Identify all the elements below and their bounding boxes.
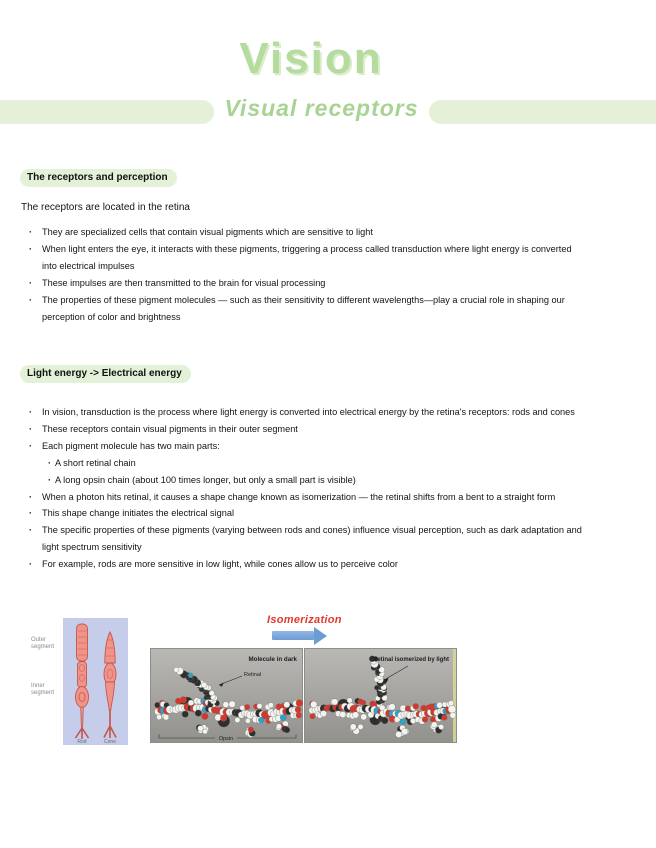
retinal-label: Retinal	[244, 672, 261, 678]
list-item: This shape change initiates the electric…	[28, 505, 646, 522]
sub-list-item: A short retinal chain	[28, 455, 646, 472]
dark-panel-title: Molecule in dark	[249, 656, 298, 663]
banner-pill-right	[429, 100, 656, 124]
opsin-bracket	[158, 734, 297, 739]
receptors-bullet-list: They are specialized cells that contain …	[28, 224, 646, 325]
intro-text: The receptors are located in the retina	[21, 202, 190, 213]
banner-label: Visual receptors	[224, 95, 419, 121]
list-item: When light enters the eye, it interacts …	[28, 241, 646, 275]
cone-cell-drawing	[103, 630, 117, 738]
cell-diagram-background	[63, 618, 128, 745]
outer-segment-label: Outer segment	[31, 637, 55, 650]
banner-pill-left	[0, 100, 214, 124]
list-item: These receptors contain visual pigments …	[28, 421, 646, 438]
cone-label: Cone	[104, 739, 116, 745]
retinal-pointer-line	[383, 665, 409, 681]
light-panel-title: Retinal isomerized by light	[373, 657, 449, 663]
rod-cell-drawing	[74, 623, 90, 739]
list-item: For example, rods are more sensitive in …	[28, 556, 646, 573]
sub-list-item: A long opsin chain (about 100 times long…	[28, 472, 646, 489]
molecule-dark-panel: Molecule in dark Retinal Opsin	[150, 648, 303, 743]
rod-cone-diagram: Rod Cone	[63, 618, 128, 745]
retinal-pointer-arrowhead	[384, 678, 389, 683]
section-heading-receptors: The receptors and perception	[20, 169, 177, 187]
molecule-light-panel: Retinal isomerized by light	[304, 648, 457, 743]
list-item: Each pigment molecule has two main parts…	[28, 438, 646, 455]
isomerization-label: Isomerization	[267, 614, 342, 626]
transduction-bullet-list: In vision, transduction is the process w…	[28, 404, 646, 573]
list-item: The properties of these pigment molecule…	[28, 292, 646, 326]
list-item: They are specialized cells that contain …	[28, 224, 646, 241]
list-item: When a photon hits retinal, it causes a …	[28, 489, 646, 506]
molecule-spheres	[154, 667, 303, 738]
list-item: In vision, transduction is the process w…	[28, 404, 646, 421]
section-heading-light-energy: Light energy -> Electrical energy	[20, 365, 191, 383]
page-title: Vision	[239, 34, 383, 83]
list-item: The specific properties of these pigment…	[28, 522, 646, 556]
inner-segment-label: Inner segment	[31, 683, 55, 696]
isomerization-arrow-icon	[272, 626, 327, 645]
rod-label: Rod	[77, 739, 86, 745]
list-item: These impulses are then transmitted to t…	[28, 275, 646, 292]
retinal-pointer-arrowhead	[219, 682, 224, 687]
opsin-label: Opsin	[219, 736, 233, 742]
molecule-spheres	[308, 655, 457, 738]
